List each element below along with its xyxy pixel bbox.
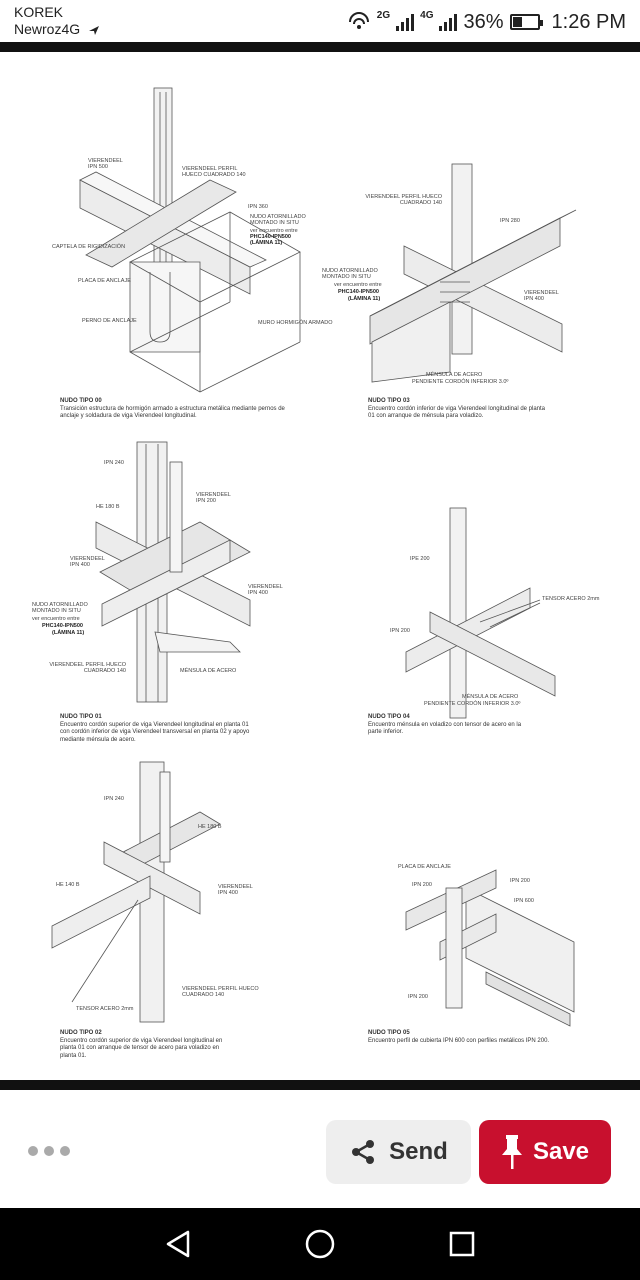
signal-icon bbox=[396, 13, 415, 31]
label: IPN 200 bbox=[408, 994, 428, 1000]
back-button[interactable] bbox=[160, 1226, 196, 1262]
label: VIERENDEEL PERFIL HUECO CUADRADO 140 bbox=[182, 986, 259, 998]
label: ver encuentro entre bbox=[32, 616, 80, 622]
pin-action-bar: Send Save bbox=[0, 1100, 640, 1208]
label: PLACA DE ANCLAJE bbox=[398, 864, 451, 870]
label: VIERENDEEL IPN 400 bbox=[218, 884, 253, 896]
label: NUDO ATORNILLADO MONTADO IN SITU bbox=[322, 268, 378, 280]
sim2-network-type: 4G bbox=[420, 9, 434, 21]
label: HE 180 B bbox=[198, 824, 222, 830]
clock: 1:26 PM bbox=[551, 10, 626, 33]
label: VIERENDEEL IPN 500 bbox=[88, 158, 123, 170]
airplane-icon bbox=[89, 25, 100, 35]
battery-percent: 36% bbox=[463, 10, 504, 33]
label: HE 140 B bbox=[56, 882, 80, 888]
label: VIERENDEEL PERFIL HUECO CUADRADO 140 bbox=[365, 194, 442, 206]
label: IPN 200 bbox=[412, 882, 432, 888]
sim1-network-type: 2G bbox=[376, 9, 391, 21]
recents-button[interactable] bbox=[444, 1226, 480, 1262]
battery-fill bbox=[512, 17, 522, 27]
label: IPE 200 bbox=[410, 556, 430, 562]
label: IPN 600 bbox=[514, 898, 534, 904]
label: PENDIENTE CORDÓN INFERIOR 3.0º bbox=[424, 701, 521, 707]
more-options-icon[interactable] bbox=[28, 1146, 70, 1156]
hotspot-icon bbox=[348, 12, 369, 29]
label: IPN 200 bbox=[510, 878, 530, 884]
label: HE 180 B bbox=[96, 504, 120, 510]
label: VIERENDEEL PERFIL HUECO CUADRADO 140 bbox=[49, 662, 126, 674]
network-name: Newroz4G bbox=[14, 21, 81, 37]
back-triangle-icon bbox=[166, 1230, 190, 1258]
label: NUDO ATORNILLADO MONTADO IN SITU bbox=[32, 602, 88, 614]
label: ver encuentro entre bbox=[334, 282, 382, 288]
pushpin-icon bbox=[501, 1135, 522, 1169]
detail-04-drawing bbox=[405, 507, 556, 719]
label: PHC140-IPN500 bbox=[42, 623, 83, 629]
label: PERNO DE ANCLAJE bbox=[82, 318, 137, 324]
battery-icon bbox=[509, 14, 543, 30]
recents-square-icon bbox=[449, 1231, 475, 1257]
detail-03-drawing bbox=[369, 163, 577, 383]
label: IPN 200 bbox=[390, 628, 410, 634]
label: VIERENDEEL IPN 400 bbox=[70, 556, 105, 568]
label: VIERENDEEL IPN 200 bbox=[196, 492, 231, 504]
label: VIERENDEEL IPN 400 bbox=[524, 290, 559, 302]
signal-icon-2 bbox=[439, 13, 458, 31]
detail-01-drawing bbox=[95, 441, 251, 703]
share-icon bbox=[352, 1140, 375, 1164]
status-indicators: 2G 4G 36% 1:26 PM bbox=[347, 8, 626, 36]
label: IPN 240 bbox=[104, 460, 124, 466]
label: CAPTELA DE RIGIDIZACIÓN bbox=[52, 244, 126, 250]
detail-00-drawing bbox=[79, 87, 301, 393]
home-circle-icon bbox=[305, 1229, 335, 1259]
detail-05-drawing bbox=[405, 869, 575, 1027]
label: TENSOR ACERO 2mm bbox=[76, 1006, 134, 1012]
label: (LÁMINA 11) bbox=[250, 240, 283, 246]
label: VIERENDEEL IPN 400 bbox=[248, 584, 283, 596]
label: IPN 280 bbox=[500, 218, 520, 224]
label: MÉNSULA DE ACERO bbox=[462, 694, 519, 700]
send-label: Send bbox=[389, 1138, 448, 1165]
carrier-info: KOREK Newroz4G bbox=[14, 4, 100, 38]
label: MURO HORMIGÓN ARMADO bbox=[258, 320, 333, 326]
label: TENSOR ACERO 2mm bbox=[542, 596, 600, 602]
send-button[interactable]: Send bbox=[326, 1120, 471, 1184]
label: IPN 240 bbox=[104, 796, 124, 802]
label: IPN 360 bbox=[248, 204, 268, 210]
label: PLACA DE ANCLAJE bbox=[78, 278, 131, 284]
pin-image[interactable]: VIERENDEEL IPN 500 VIERENDEEL PERFIL HUE… bbox=[0, 42, 640, 1090]
label: MÉNSULA DE ACERO bbox=[180, 668, 237, 674]
detail-02-drawing bbox=[51, 761, 221, 1023]
label: PHC140-IPN500 bbox=[338, 289, 379, 295]
label: (LÁMINA 11) bbox=[52, 630, 85, 636]
label: MÉNSULA DE ACERO bbox=[426, 372, 483, 378]
structural-drawing bbox=[51, 87, 577, 1027]
label: ver encuentro entre bbox=[250, 228, 298, 234]
status-bar: KOREK Newroz4G 2G 4G 36% 1:26 PM bbox=[0, 0, 640, 42]
android-nav-bar bbox=[0, 1208, 640, 1280]
label: VIERENDEEL PERFIL HUECO CUADRADO 140 bbox=[182, 166, 246, 178]
home-button[interactable] bbox=[302, 1226, 338, 1262]
save-label: Save bbox=[532, 1138, 590, 1165]
label: PHC140-IPN500 bbox=[250, 234, 291, 240]
label: NUDO ATORNILLADO MONTADO IN SITU bbox=[250, 214, 306, 226]
carrier-name: KOREK bbox=[14, 4, 64, 20]
label: (LÁMINA 11) bbox=[348, 296, 381, 302]
label: PENDIENTE CORDÓN INFERIOR 3.0º bbox=[412, 379, 509, 385]
save-button[interactable]: Save bbox=[479, 1120, 611, 1184]
